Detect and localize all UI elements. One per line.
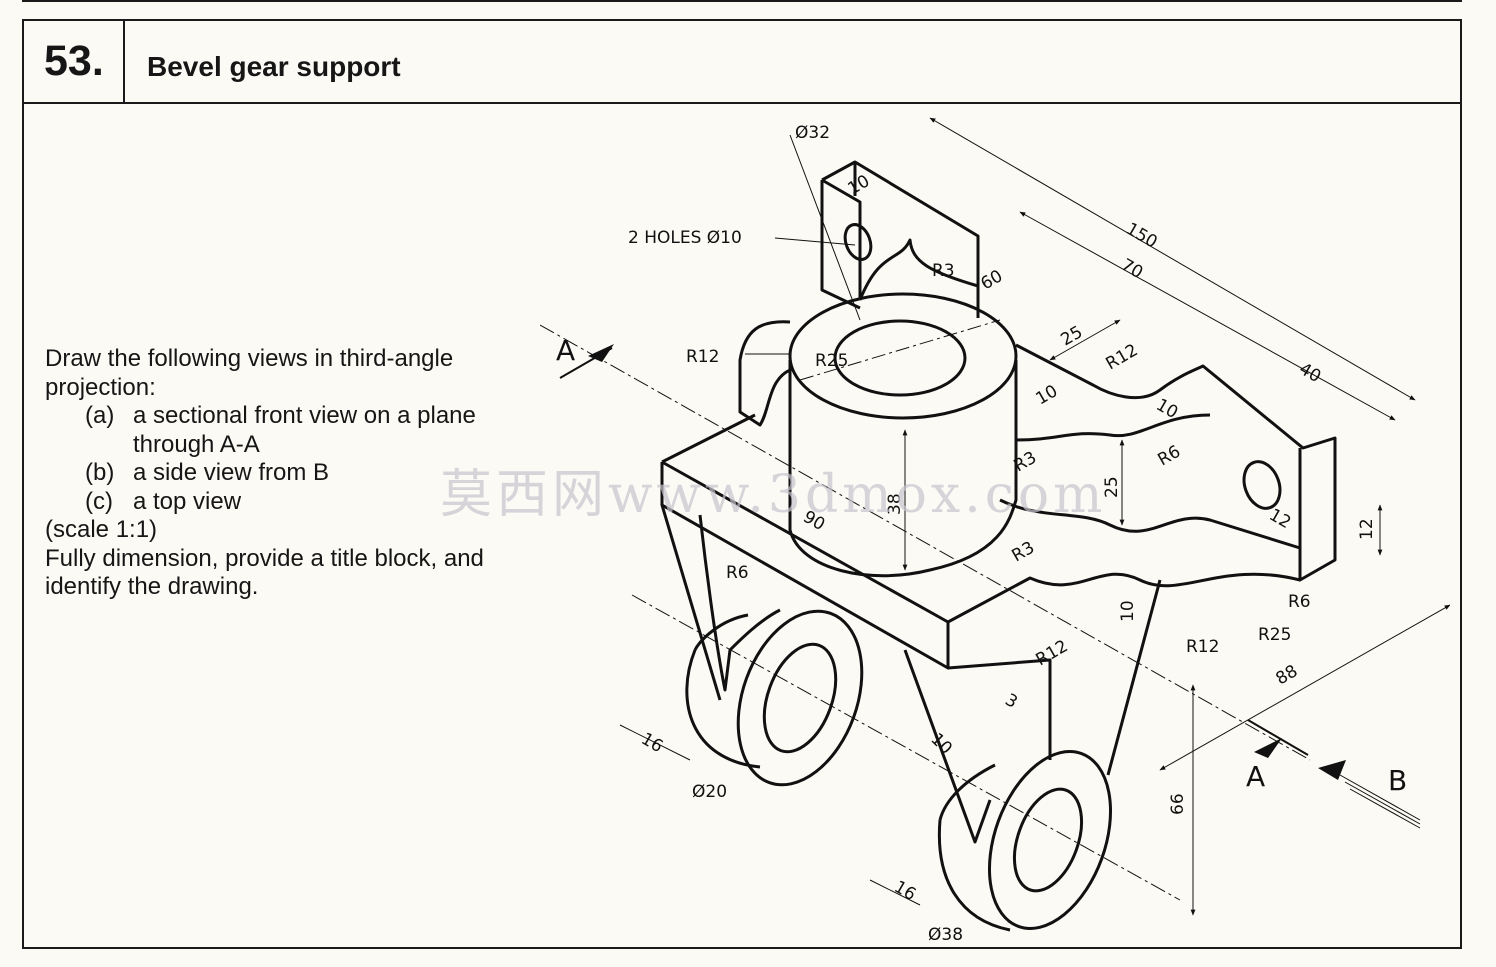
- dim-label: Ø32: [795, 123, 830, 143]
- section-label-a: A: [556, 334, 575, 367]
- left-wing: [738, 320, 791, 427]
- base-plate: [660, 413, 1301, 670]
- upright-lug: [820, 160, 980, 318]
- dim-label: R12: [1103, 340, 1142, 374]
- dimension-labels: Ø32 10 2 HOLES Ø10 R3 60 150 70 R12 R25 …: [628, 123, 1377, 945]
- dim-label: 12: [1357, 518, 1377, 540]
- instruction-item-b: (b) a side view from B: [45, 459, 575, 488]
- instruction-line: projection:: [45, 373, 156, 401]
- item-label: (a): [85, 402, 115, 429]
- right-roller-bore: [1012, 787, 1084, 893]
- section-line-a-top: [559, 347, 613, 379]
- page-top-rule: [22, 0, 1462, 2]
- item-text: a sectional front view on a plane: [133, 402, 476, 429]
- exercise-title: Bevel gear support: [147, 51, 401, 82]
- left-roller-side: [685, 613, 761, 769]
- view-label-b: B: [1388, 764, 1407, 797]
- dim-label: 3: [1002, 690, 1021, 713]
- dim-label: Ø38: [928, 925, 963, 945]
- item-label: (b): [85, 459, 115, 486]
- watermark: 莫西网www.3dmox.com: [440, 465, 1107, 525]
- dim-label: 60: [978, 266, 1007, 294]
- section-label-a: A: [1246, 760, 1265, 793]
- dim-label: 66: [1168, 793, 1188, 815]
- dim-label: R25: [815, 351, 848, 371]
- dim-label: 25: [1102, 476, 1122, 498]
- dimension-lines: [540, 117, 1450, 916]
- instruction-note: identify the drawing.: [45, 573, 259, 600]
- dim-label: 150: [1123, 219, 1161, 253]
- dim-label: 10: [1118, 600, 1138, 622]
- dim-label: 16: [638, 729, 667, 757]
- dim-label: 10: [926, 729, 955, 758]
- section-line-a-bottom: [1247, 719, 1309, 756]
- instruction-note: Fully dimension, provide a title block, …: [45, 544, 484, 572]
- exercise-number: 53.: [24, 21, 125, 102]
- dim-label: 2 HOLES Ø10: [628, 228, 742, 248]
- dim-label: R12: [1033, 636, 1072, 670]
- dim-label: R3: [932, 261, 955, 281]
- isometric-drawing: Ø32 10 2 HOLES Ø10 R3 60 150 70 R12 R25 …: [540, 117, 1450, 945]
- right-roller-side: [937, 763, 1011, 932]
- dim-label: 38: [885, 493, 905, 515]
- dim-label: R3: [1009, 538, 1039, 567]
- lug-slot: [858, 238, 979, 301]
- arrow-b: [1318, 760, 1346, 780]
- instruction-item-a-cont: through A-A: [133, 430, 260, 458]
- dim-label: 16: [891, 877, 920, 905]
- scale-note: (scale 1:1): [45, 516, 158, 543]
- instructions-text: Draw the following views in third-angle …: [45, 345, 575, 602]
- boss-bore: [833, 319, 967, 397]
- left-leg: [660, 504, 781, 701]
- left-roller-face: [736, 609, 864, 787]
- dim-label: 40: [1296, 359, 1325, 387]
- dim-label: R25: [1258, 625, 1291, 645]
- section-arrows: [588, 344, 1346, 780]
- left-roller-bore: [762, 642, 838, 754]
- dim-label: 70: [1118, 255, 1147, 283]
- item-text: a top view: [133, 487, 242, 515]
- right-roller-face: [987, 750, 1113, 930]
- dim-label: Ø20: [692, 782, 727, 802]
- arm-hole: [1242, 460, 1282, 510]
- dim-label: 88: [1273, 661, 1302, 689]
- right-leg: [903, 579, 1162, 844]
- lug-hole: [843, 223, 873, 261]
- item-text: a side view from B: [133, 459, 330, 486]
- dim-label: R6: [1155, 442, 1185, 471]
- section-labels: A A B: [556, 334, 1407, 797]
- exercise-frame: 53. Bevel gear support: [22, 19, 1462, 949]
- dim-label: R6: [1288, 592, 1311, 612]
- boss-sides: [788, 360, 1018, 578]
- dim-label: R12: [1186, 637, 1219, 657]
- item-label: (c): [85, 487, 113, 515]
- instruction-item-c: (c) a top view: [45, 488, 575, 517]
- dim-label: 25: [1058, 322, 1087, 350]
- instruction-line: Draw the following views in third-angle: [45, 345, 454, 372]
- arrow-a-bottom: [1254, 738, 1282, 758]
- exercise-header: 53. Bevel gear support: [24, 21, 1460, 104]
- instruction-item-a: (a) a sectional front view on a plane: [45, 402, 575, 431]
- dim-label: 10: [1033, 381, 1062, 409]
- dim-label: R6: [726, 563, 749, 583]
- dim-label: R12: [686, 347, 719, 367]
